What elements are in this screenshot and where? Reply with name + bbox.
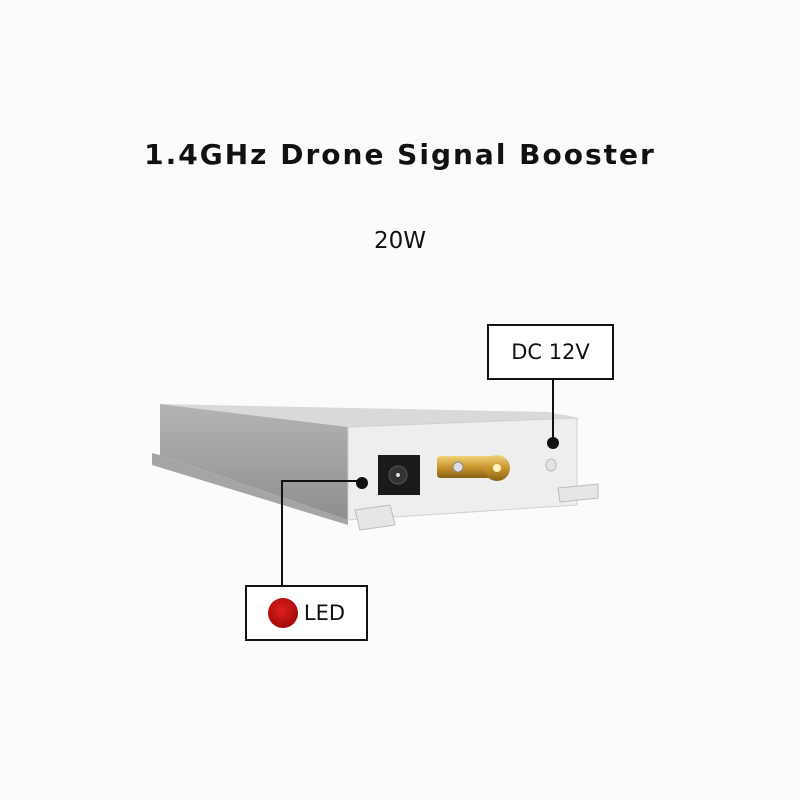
case-top-face bbox=[160, 404, 580, 427]
red-led-icon bbox=[267, 598, 298, 628]
sma-connector bbox=[437, 456, 499, 478]
led-callout: LED bbox=[245, 585, 368, 641]
led-indicator bbox=[545, 458, 557, 472]
case-side-face bbox=[160, 404, 348, 520]
product-title: 1.4GHz Drone Signal Booster bbox=[144, 138, 656, 171]
led-label: LED bbox=[303, 601, 346, 625]
power-rating: 20W bbox=[373, 228, 426, 254]
dc-label: DC 12V bbox=[511, 340, 590, 364]
dc-12v-callout: DC 12V bbox=[487, 324, 614, 380]
case-flange bbox=[152, 453, 348, 525]
mount-tab-left bbox=[354, 504, 396, 531]
led-callout-line bbox=[281, 480, 360, 585]
mount-tab-right bbox=[557, 483, 599, 503]
